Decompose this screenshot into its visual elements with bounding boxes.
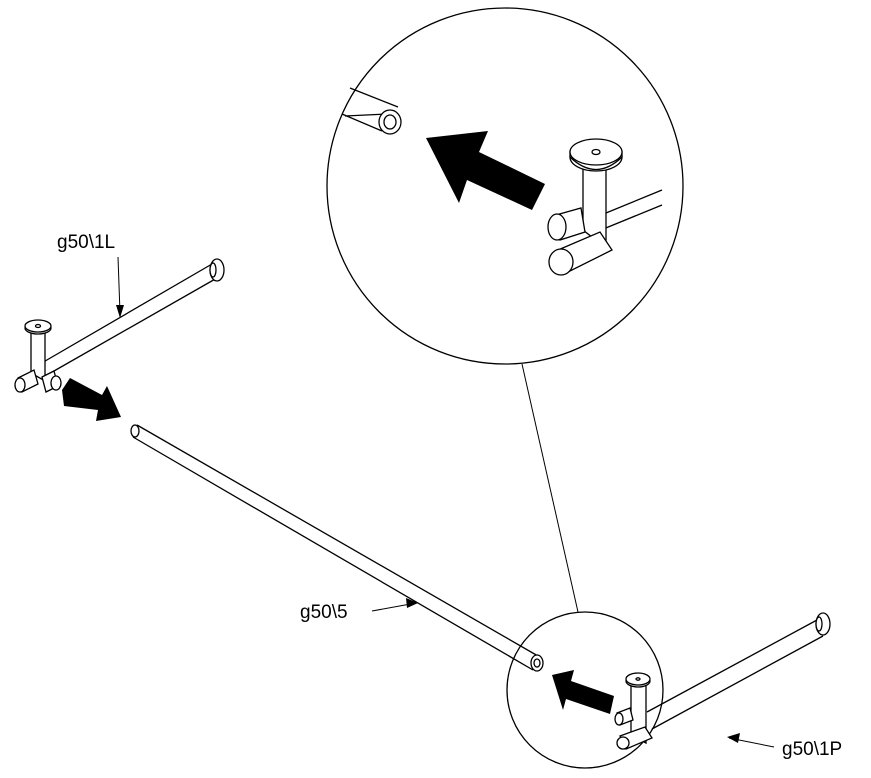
middle-tube	[130, 424, 544, 672]
right-rail-assembly	[614, 612, 831, 750]
right-insert-arrow	[552, 670, 614, 714]
leader-lines	[116, 256, 775, 748]
label-left-rail: g50\1L	[57, 232, 115, 253]
detail-fitting	[547, 138, 623, 276]
detail-insert-arrow	[426, 131, 545, 210]
left-insert-arrow	[62, 378, 121, 421]
label-right-rail: g50\1P	[782, 739, 842, 760]
detail-magnifier	[326, 7, 684, 613]
detail-tube	[341, 87, 402, 135]
detail-circle-small	[506, 611, 664, 769]
detail-rail	[595, 189, 663, 233]
label-middle-tube: g50\5	[300, 602, 348, 623]
left-rail-assembly	[14, 258, 225, 393]
